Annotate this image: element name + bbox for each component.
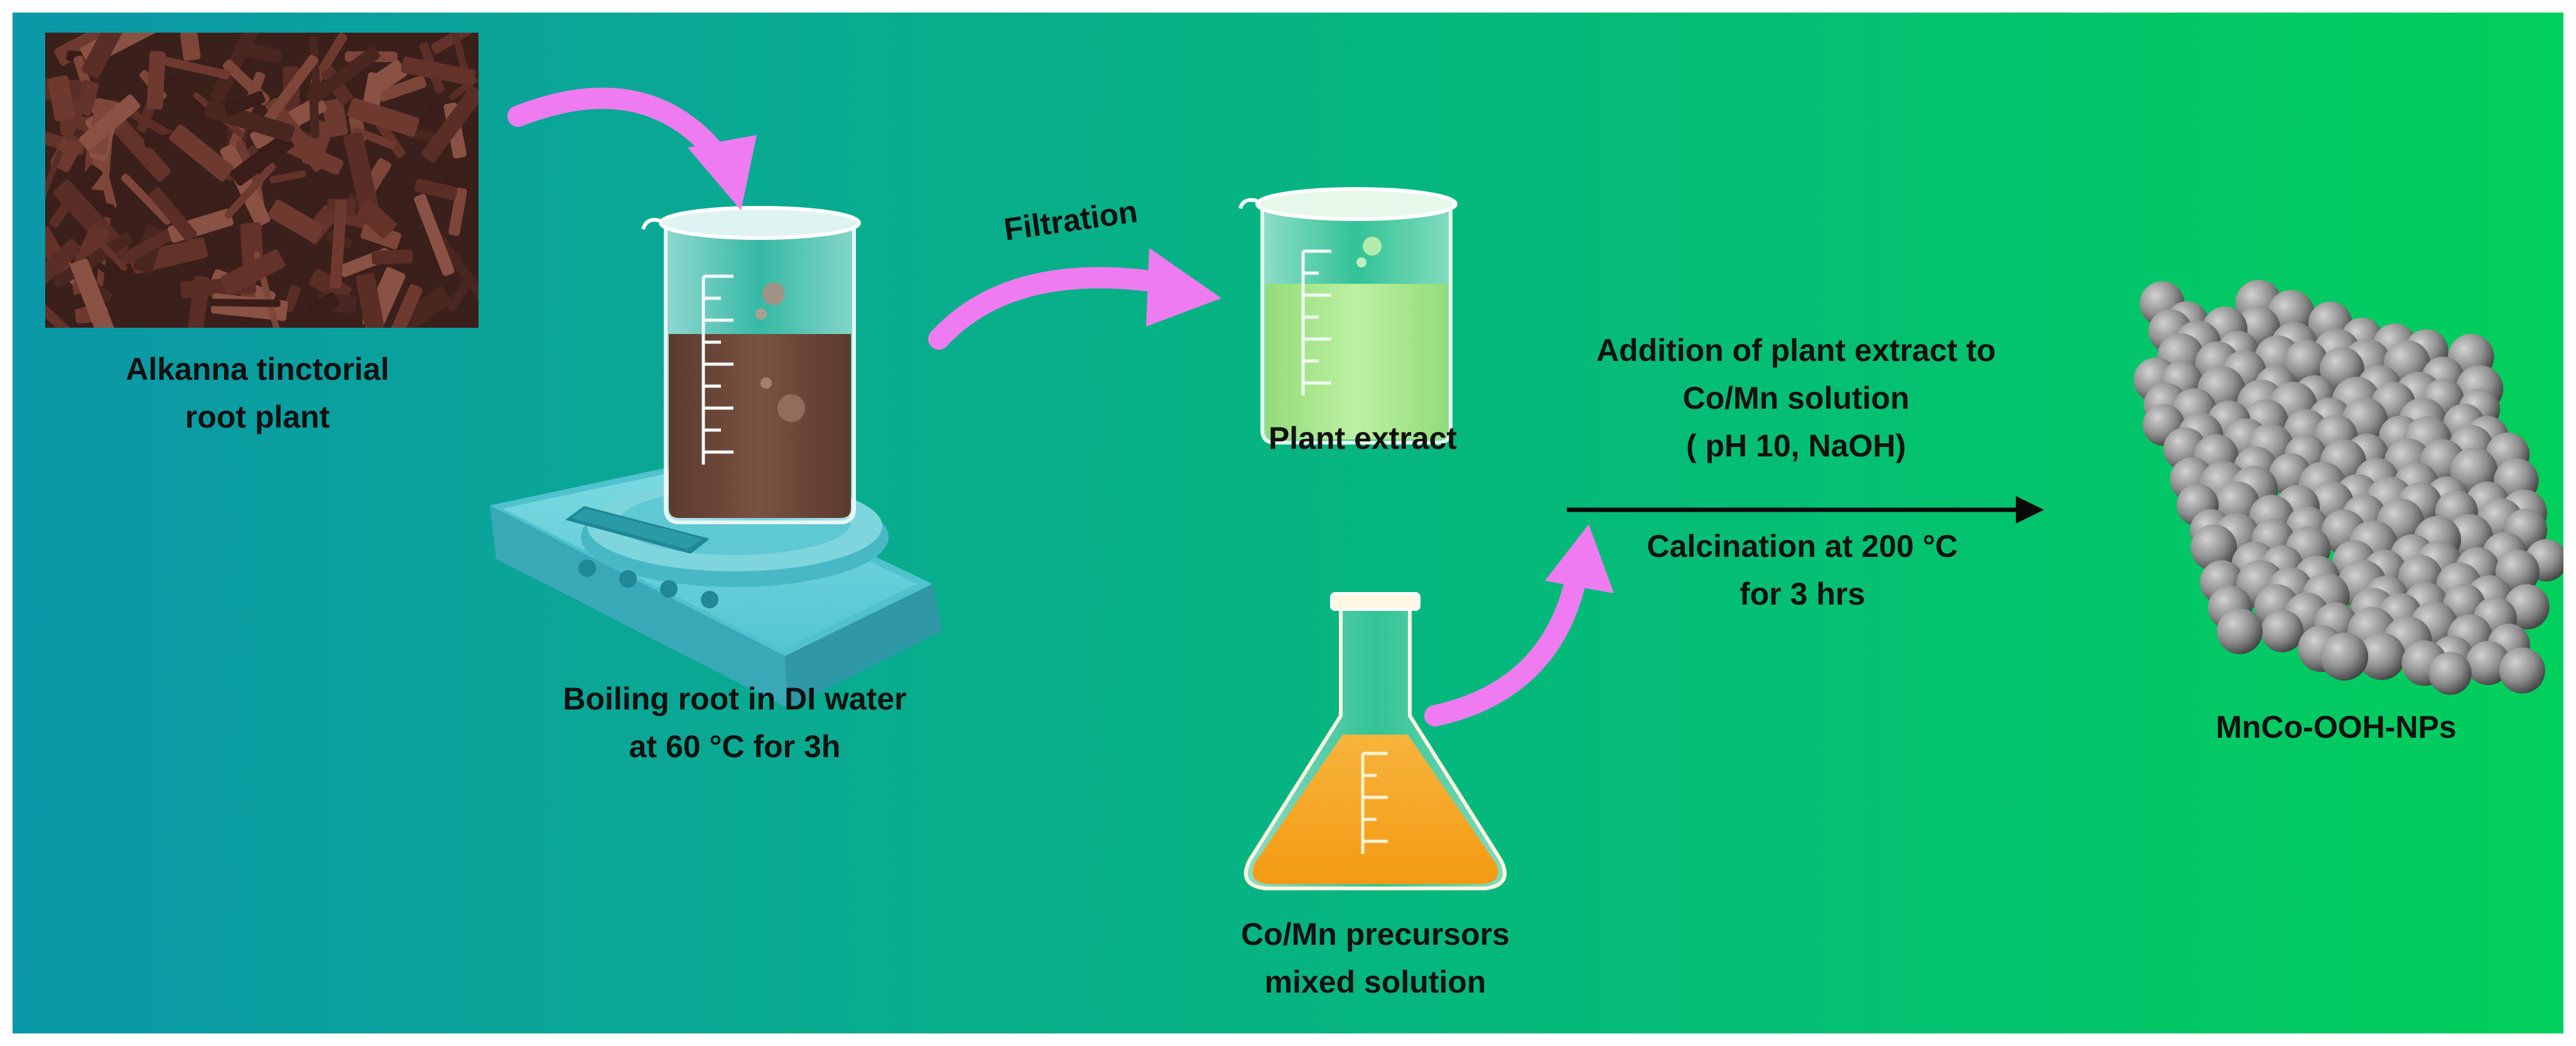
root-chip [447,274,474,312]
boiling-step-label: Boiling root in DI water at 60 °C for 3h [496,675,973,770]
boiling-label-line2: at 60 °C for 3h [629,729,841,764]
root-chip [91,234,127,272]
root-chip [357,200,397,239]
root-chip [180,33,201,61]
root-chip [74,223,109,270]
root-chip [146,51,166,110]
root-chip [352,127,396,149]
precursors-label-line2: mixed solution [1264,964,1486,1000]
root-chip [70,258,117,328]
calcination-label-line1: Calcination at 200 °C [1647,529,1958,564]
root-chip [220,143,271,227]
addition-label-line1: Addition of plant extract to [1596,333,1996,368]
nanoparticle-sphere [2465,640,2511,686]
root-chip [224,163,276,219]
root-chip [210,298,281,308]
root-chip [377,75,427,102]
root-chip [371,60,408,92]
nanoparticle-cluster [2133,279,2563,695]
boiling-beaker [641,206,861,524]
root-chip [77,164,102,193]
root-chip [265,98,327,172]
root-chip [45,239,82,286]
root-plant-label: Alkanna tinctorial root plant [75,345,440,441]
curved-arrows [507,87,1614,726]
root-chip [347,98,419,137]
root-chip [371,249,413,265]
calcination-step-label: Calcination at 200 °C for 3 hrs [1583,522,2022,618]
nanoparticle-sphere [2499,647,2545,694]
root-chip [220,249,286,294]
root-chip [49,195,75,228]
diagram-canvas: Alkanna tinctorial root plant Boiling ro… [13,13,2563,1033]
root-chip [355,272,384,328]
plant-extract-label: Plant extract [1268,421,1458,456]
root-chip [401,57,476,86]
root-plant-photo [45,33,479,328]
calcination-label-line2: for 3 hrs [1739,576,1866,612]
root-chip [400,286,452,328]
addition-step-label: Addition of plant extract to Co/Mn solut… [1520,326,2072,470]
root-chip [158,55,230,80]
root-chip [45,291,79,328]
arrow-filtration [928,248,1221,350]
root-chip [414,179,458,200]
root-chip [79,94,141,151]
addition-label-line3: ( pH 10, NaOH) [1686,428,1907,463]
precursors-label: Co/Mn precursors mixed solution [1155,910,1595,1006]
root-chip [268,200,323,243]
root-chip [81,33,133,79]
nanoparticle-sphere [2190,524,2238,571]
root-plant-label-line2: root plant [185,399,330,434]
diagram-artwork [45,33,2563,890]
nanoparticle-sphere [2261,610,2303,652]
root-chip [414,194,455,276]
precursors-label-line1: Co/Mn precursors [1241,917,1510,952]
precursor-flask [1243,592,1507,890]
nanoparticle-sphere [2320,632,2369,681]
arrow-root-to-beaker [507,87,757,210]
root-chip [448,187,467,236]
root-plant-label-line1: Alkanna tinctorial [126,352,389,387]
root-chip [169,124,234,182]
root-chip [119,223,184,265]
root-chip [112,118,171,182]
reaction-arrow [1567,496,2044,524]
nanoparticle-sphere [2284,340,2329,384]
root-chip [310,33,348,87]
nanoparticle-sphere [2428,652,2472,695]
root-chip [390,284,423,328]
root-chip [262,55,318,126]
addition-label-line2: Co/Mn solution [1682,380,1910,416]
root-chip [421,86,479,163]
product-label: MnCo-OOH-NPs [2216,709,2457,745]
root-chip [48,75,75,122]
root-chip [269,170,306,184]
root-chip [121,173,172,225]
root-chip [149,187,197,242]
nanoparticle-sphere [2357,632,2406,681]
nanoparticle-sphere [2217,608,2263,654]
root-chip [419,101,441,126]
root-chip [52,232,133,288]
arrow-precursor-to-reaction [1424,524,1614,726]
root-chip [330,200,347,289]
boiling-label-line1: Boiling root in DI water [563,681,907,716]
root-chip [210,33,264,103]
root-chip [306,292,340,320]
root-chip [45,150,63,204]
extract-beaker [1238,187,1458,445]
root-chip [224,90,266,116]
nanoparticle-sphere [2495,549,2540,594]
root-chip [308,82,320,139]
root-chip [306,46,381,105]
